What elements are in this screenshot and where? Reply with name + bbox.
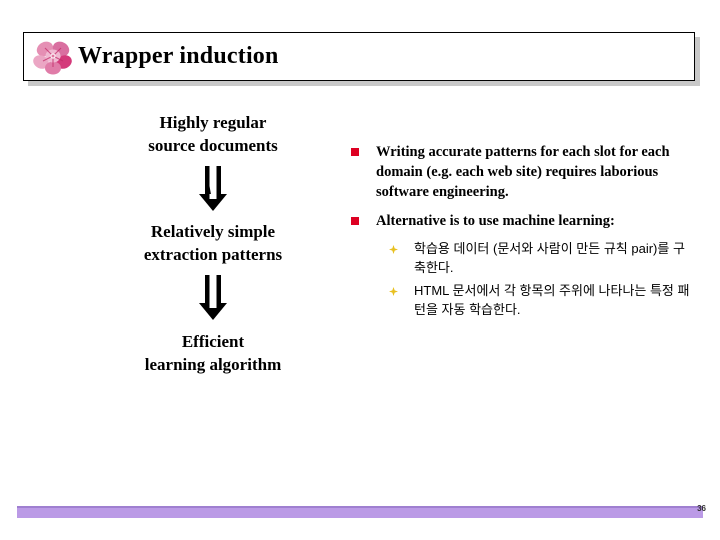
square-bullet-icon — [351, 217, 359, 225]
page-title: Wrapper induction — [78, 43, 279, 69]
sub-bullet-text: 학습용 데이터 (문서와 사람이 만든 규칙 pair)를 구축한다. — [414, 241, 685, 275]
flow-step-3: Efficient learning algorithm — [144, 332, 282, 375]
bullet-list: Writing accurate patterns for each slot … — [351, 142, 695, 323]
bullet-text: Alternative is to use machine learning: — [376, 213, 615, 229]
square-bullet-icon — [351, 148, 359, 156]
flow-diagram: Highly regular source documents Relative… — [108, 112, 318, 377]
footer-decoration-bar — [17, 506, 703, 518]
diamond-bullet-icon — [389, 286, 398, 296]
sub-bullet-text: HTML 문서에서 각 항목의 주위에 나타나는 특정 패턴을 자동 학습한다. — [414, 282, 690, 317]
flow-arrow-2 — [108, 275, 318, 321]
bullet-text: Writing accurate patterns for each slot … — [376, 144, 670, 200]
sub-bullet-item: HTML 문서에서 각 항목의 주위에 나타나는 특정 패턴을 자동 학습한다. — [389, 282, 695, 320]
slide-title-box: Wrapper induction — [23, 32, 695, 81]
bullet-item: Alternative is to use machine learning: — [351, 211, 695, 231]
flow-arrow-1 — [108, 166, 318, 212]
flow-step-1: Highly regular source documents — [148, 113, 278, 155]
sub-bullet-list: 학습용 데이터 (문서와 사람이 만든 규칙 pair)를 구축한다. HTML… — [389, 240, 695, 319]
diamond-bullet-icon — [389, 245, 398, 254]
flower-icon — [33, 41, 72, 74]
flow-step-2: Relatively simple extraction patterns — [143, 222, 283, 264]
bullet-item: Writing accurate patterns for each slot … — [351, 142, 695, 202]
page-number: 36 — [697, 504, 706, 513]
sub-bullet-item: 학습용 데이터 (문서와 사람이 만든 규칙 pair)를 구축한다. — [389, 240, 695, 278]
